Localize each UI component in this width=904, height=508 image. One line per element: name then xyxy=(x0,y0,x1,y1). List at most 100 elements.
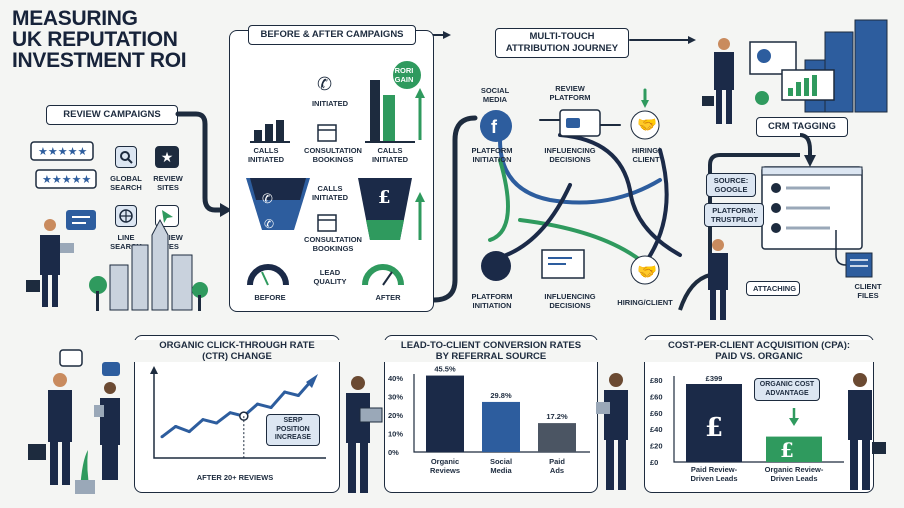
conv-value-label: 45.5% xyxy=(434,365,456,374)
svg-text:★★★★★: ★★★★★ xyxy=(38,146,87,158)
review-platform-label: Review Platform xyxy=(549,84,591,102)
handshake-icon-2: 🤝 xyxy=(637,264,657,281)
title-line-3: Investment ROI xyxy=(12,49,187,72)
cpa-bar xyxy=(766,436,822,462)
global-search-label: Global Search xyxy=(110,174,142,192)
hiring-client-label-2: Hiring/Client xyxy=(617,298,673,307)
ctr-arrowhead xyxy=(306,374,318,388)
source-tag: Source: Google xyxy=(706,173,756,197)
ctr-point xyxy=(296,393,300,397)
journey-flow: f xyxy=(480,88,682,285)
attaching-label: Attaching xyxy=(746,281,800,296)
cpa-panel-title: Cost-Per-Client Acquisition (CPA): Paid … xyxy=(644,340,874,362)
conversion-panel-title: Lead-to-Client Conversion Rates by Refer… xyxy=(384,340,598,362)
title-line-1: Measuring xyxy=(12,7,138,30)
after-label: After xyxy=(375,293,401,302)
svg-text:✆: ✆ xyxy=(264,217,274,231)
review-campaigns-label: Review Campaigns xyxy=(46,105,178,125)
review-bubbles-icon: ★★★★★ ★★★★★ xyxy=(30,141,97,230)
conv-y-tick: 0% xyxy=(388,448,399,457)
consultation-bookings-label-b: Consultation Bookings xyxy=(304,235,362,253)
title-line-2: UK Reputation xyxy=(12,28,178,51)
svg-text:✆: ✆ xyxy=(262,191,273,206)
pound-icon-paid: £ xyxy=(705,413,724,443)
conv-y-tick: 10% xyxy=(388,430,403,439)
before-after-title: Before & After Campaigns xyxy=(248,25,416,45)
conv-y-tick: 20% xyxy=(388,411,403,420)
svg-text:✆: ✆ xyxy=(317,74,332,94)
ctr-line-chart xyxy=(150,366,326,459)
colleagues-illustration xyxy=(28,349,120,494)
ctr-panel-title: Organic Click-Through Rate (CTR) Change xyxy=(134,340,340,362)
cpa-advantage-arrowhead xyxy=(789,418,799,426)
star-icon: ★ xyxy=(155,146,179,168)
pound-icon: £ xyxy=(378,187,391,208)
ctr-point xyxy=(228,411,232,415)
briefcase-person-illustration xyxy=(848,373,886,490)
tablet-presenter-illustration xyxy=(596,373,628,490)
ctr-serp-marker xyxy=(239,411,249,421)
calls-initiated-label-a: Calls Initiated xyxy=(247,146,285,164)
lead-quality-label: Lead Quality xyxy=(313,268,347,286)
ctr-axes xyxy=(153,370,326,459)
crm-graphics xyxy=(678,133,873,320)
businessman-city-illustration xyxy=(26,218,208,311)
cpa-y-tick: £60 xyxy=(650,409,663,418)
client-files-label: Client Files xyxy=(854,282,882,300)
handshake-icon-1: 🤝 xyxy=(637,117,657,134)
calls-initiated-label-c: Calls Initiated xyxy=(311,184,349,202)
cpa-y-tick: £40 xyxy=(650,425,663,434)
conv-value-label: 17.2% xyxy=(546,412,568,421)
initiated-label: Initiated xyxy=(311,99,349,108)
ctr-point xyxy=(174,424,178,428)
consultation-bookings-label-a: Consultation Bookings xyxy=(304,146,362,164)
conv-y-tick: 30% xyxy=(388,393,403,402)
presenter-dashboard-illustration xyxy=(702,19,888,124)
organic-advantage-label: Organic Cost Advantage xyxy=(754,378,820,401)
line-search-label: Line Search xyxy=(110,233,142,251)
hiring-client-label-1: Hiring/ Client xyxy=(631,146,661,164)
calls-initiated-label-b: Calls Initiated xyxy=(371,146,409,164)
rori-gain-badge: RORI GAIN xyxy=(394,66,414,84)
ctr-line xyxy=(161,379,314,438)
page-title: Measuring UK Reputation Investment ROI xyxy=(12,7,187,72)
platform-initiation-label-1: Platform Initiation xyxy=(471,146,513,164)
ctr-point xyxy=(160,435,164,439)
ctr-point xyxy=(215,421,219,425)
ctr-point xyxy=(269,406,273,410)
cpa-y-tick: £20 xyxy=(650,442,663,451)
cpa-value-label: £399 xyxy=(706,374,723,383)
ctr-x-label: After 20+ Reviews xyxy=(196,473,274,482)
platform-initiation-label-2: Platform Initiation xyxy=(471,292,513,310)
ctr-y-arrow xyxy=(150,366,158,374)
conv-bar xyxy=(538,423,576,452)
ctr-point xyxy=(187,430,191,434)
influencing-decisions-label-2: Influencing Decisions xyxy=(544,292,596,310)
globe-icon xyxy=(115,205,137,227)
cpa-y-tick: £80 xyxy=(650,376,663,385)
review-sites-label-1: Review Sites xyxy=(153,174,183,192)
conv-value-label: 29.8% xyxy=(490,391,512,400)
ctr-point xyxy=(283,390,287,394)
cpa-y-tick: £60 xyxy=(650,392,663,401)
ctr-point xyxy=(201,418,205,422)
influencing-decisions-label-1: Influencing Decisions xyxy=(544,146,596,164)
conv-axes xyxy=(413,374,590,453)
conv-bar xyxy=(426,375,464,452)
cpa-category-label: Organic Review-Driven Leads xyxy=(765,465,824,483)
conv-y-tick: 40% xyxy=(388,374,403,383)
laptop-presenter-illustration xyxy=(346,376,383,493)
ctr-point xyxy=(255,402,259,406)
conv-bar xyxy=(482,401,520,452)
svg-text:f: f xyxy=(491,117,498,137)
svg-text:★★★★★: ★★★★★ xyxy=(42,174,91,186)
cpa-category-label: Paid Review-Driven Leads xyxy=(690,465,737,483)
journey-title: Multi-Touch Attribution Journey xyxy=(495,28,629,58)
cpa-y-tick: £0 xyxy=(650,458,658,467)
